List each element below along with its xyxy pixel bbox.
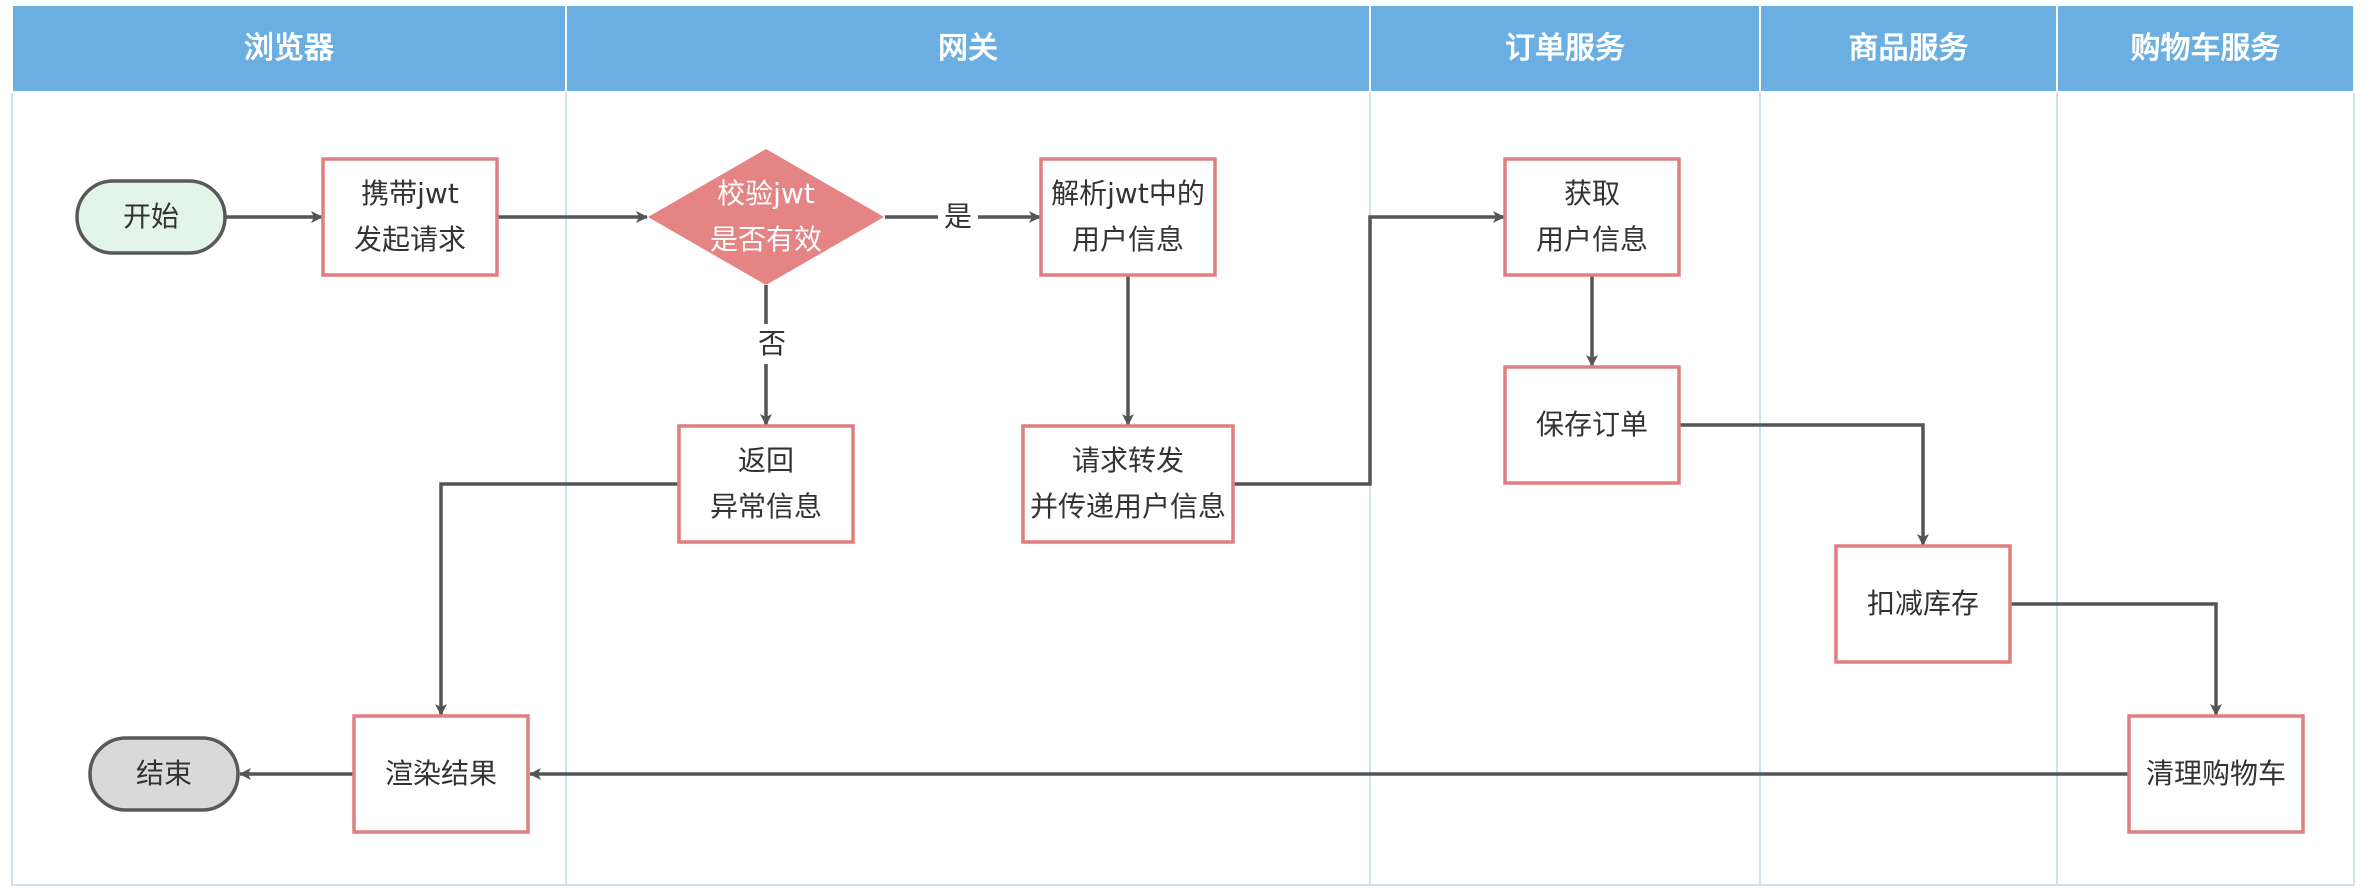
node-label: 携带jwt (361, 177, 459, 210)
lane-header (2056, 4, 2355, 93)
lane-title: 浏览器 (244, 31, 335, 66)
lane-header (11, 4, 567, 93)
node-label: 获取 (1564, 177, 1620, 210)
node-deduct-stock: 扣减库存 (1834, 544, 2012, 664)
lane-product: 商品服务 (1759, 4, 2058, 886)
process-box (352, 714, 530, 834)
node-label: 返回 (738, 444, 794, 477)
node-label: 用户信息 (1536, 223, 1648, 256)
node-label: 用户信息 (1072, 223, 1184, 256)
node-start: 开始 (75, 179, 227, 255)
process-box (1039, 157, 1217, 277)
process-box (1834, 544, 2012, 664)
connector-forward-to-get_user (1233, 211, 1505, 486)
node-carry-jwt: 携带jwt 发起请求 (321, 157, 499, 277)
edge-label: 是 (944, 200, 972, 233)
edge-label-bg (938, 197, 978, 237)
lane-header (565, 4, 1371, 93)
node-label: 开始 (123, 200, 179, 233)
node-end: 结束 (88, 736, 240, 812)
lane-header (1759, 4, 2058, 93)
flow-nodes: 开始携带jwt发起请求校验jwt是否有效解析jwt中的用户信息返回异常信息请求转… (75, 149, 2305, 834)
connectors (226, 211, 2222, 780)
terminal-shape (75, 179, 227, 255)
process-box (1021, 424, 1235, 544)
node-label: 清理购物车 (2146, 757, 2286, 790)
connector-save_order-to-deduct_stock (1680, 423, 1929, 546)
node-label: 保存订单 (1536, 408, 1648, 441)
node-save-order: 保存订单 (1503, 365, 1681, 485)
lane-title: 购物车服务 (2131, 31, 2281, 66)
lane-title: 网关 (938, 31, 998, 66)
lane-browser: 浏览器 (11, 4, 567, 886)
process-box (321, 157, 499, 277)
lane-title: 订单服务 (1505, 31, 1625, 66)
process-box (677, 424, 855, 544)
node-label: 是否有效 (710, 223, 822, 256)
node-label: 渲染结果 (385, 757, 497, 790)
process-box (2127, 714, 2305, 834)
node-label: 异常信息 (710, 490, 822, 523)
swimlanes: 浏览器 网关 订单服务 商品服务 购物车服务 (11, 4, 2355, 886)
connector-return_error-to-render (435, 482, 678, 716)
lane-body (1759, 4, 2058, 886)
node-label: 结束 (136, 757, 192, 790)
decision-shape (648, 149, 884, 285)
node-clear-cart: 清理购物车 (2127, 714, 2305, 834)
node-check-jwt: 校验jwt 是否有效 (648, 149, 884, 285)
node-render: 渲染结果 (352, 714, 530, 834)
node-label: 扣减库存 (1867, 587, 1979, 620)
terminal-shape (88, 736, 240, 812)
node-label: 并传递用户信息 (1030, 490, 1226, 523)
edge-labels: 是否 (752, 197, 978, 364)
process-box (1503, 365, 1681, 485)
connector-deduct_stock-to-clear_cart (2011, 602, 2222, 716)
process-box (1503, 157, 1681, 277)
lane-header (1369, 4, 1761, 93)
node-label: 校验jwt (717, 177, 815, 210)
edge-label-bg (752, 324, 792, 364)
edge-label: 否 (758, 327, 786, 360)
node-label: 解析jwt中的 (1051, 177, 1205, 210)
node-label: 请求转发 (1072, 444, 1184, 477)
node-label: 发起请求 (354, 223, 466, 256)
lane-title: 商品服务 (1849, 31, 1969, 66)
